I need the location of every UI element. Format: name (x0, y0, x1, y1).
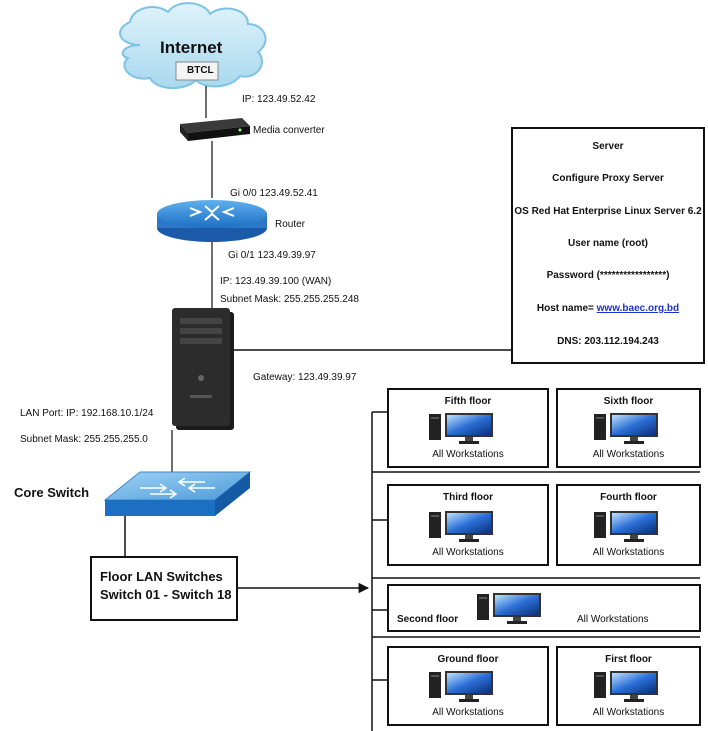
floor-box-fourth: Fourth floor All Workstations (556, 484, 701, 566)
server-step-proxy: Configure Proxy Server (552, 173, 664, 184)
gateway-label: Gateway: 123.49.39.97 (253, 372, 357, 383)
hostname-link[interactable]: www.baec.org.bd (596, 303, 680, 314)
media-converter-icon (180, 118, 250, 141)
floor-ws-third: All Workstations (432, 547, 504, 558)
workstation-icon (594, 511, 658, 542)
internet-ip-label: IP: 123.49.52.42 (242, 94, 316, 105)
floor-box-fifth: Fifth floor All Workstations (387, 388, 549, 468)
server-step-password: Password (*****************) (546, 270, 670, 281)
floor-title-second: Second floor (397, 614, 459, 625)
floor-lan-line1: Floor LAN Switches (100, 569, 223, 584)
server-step-os: OS Red Hat Enterprise Linux Server 6.2 (514, 206, 702, 217)
floor-title-third: Third floor (443, 492, 493, 503)
floor-box-sixth: Sixth floor All Workstations (556, 388, 701, 468)
core-switch-label: Core Switch (14, 485, 90, 500)
floor-ws-sixth: All Workstations (592, 449, 665, 460)
floor-ws-first: All Workstations (592, 707, 665, 718)
workstation-icon (429, 671, 493, 702)
router-label: Router (275, 219, 306, 230)
floor-title-fourth: Fourth floor (600, 492, 657, 503)
core-switch-icon (103, 471, 252, 516)
server-step-dns: DNS: 203.112.194.243 (557, 336, 659, 347)
lan-subnet-label: Subnet Mask: 255.255.255.0 (20, 434, 148, 445)
internet-title: Internet (160, 38, 223, 57)
floor-ws-fifth: All Workstations (432, 449, 504, 460)
gi01-label: Gi 0/1 123.49.39.97 (228, 250, 316, 261)
workstation-icon (477, 593, 541, 624)
floor-title-sixth: Sixth floor (603, 396, 654, 407)
floor-lan-switches-box: Floor LAN Switches Switch 01 - Switch 18 (90, 556, 238, 621)
media-converter-label: Media converter (253, 125, 325, 136)
floor-title-first: First floor (605, 654, 652, 665)
workstation-icon (594, 671, 658, 702)
server-step-username: User name (root) (567, 238, 648, 249)
floor-lan-line2: Switch 01 - Switch 18 (100, 587, 232, 602)
wan-ip-label: IP: 123.49.39.100 (WAN) (220, 276, 332, 287)
floor-box-first: First floor All Workstations (556, 646, 701, 726)
floor-box-ground: Ground floor All Workstations (387, 646, 549, 726)
hostname-prefix: Host name= (536, 303, 597, 314)
floor-title-fifth: Fifth floor (444, 396, 492, 407)
server-step-hostname: Host name= www.baec.org.bd (513, 303, 703, 314)
floor-ws-ground: All Workstations (432, 707, 504, 718)
floor-box-second: Second floor All Workstations (387, 584, 701, 632)
internet-cloud-icon (119, 2, 267, 89)
workstation-icon (429, 511, 493, 542)
workstation-icon (429, 413, 493, 444)
floor-ws-second: All Workstations (577, 614, 649, 625)
server-tower-icon (172, 308, 234, 430)
floor-ws-fourth: All Workstations (592, 547, 665, 558)
gi00-label: Gi 0/0 123.49.52.41 (230, 188, 318, 199)
provider-label: BTCL (187, 65, 214, 76)
server-config-panel: Server Configure Proxy Server OS Red Hat… (511, 127, 705, 364)
router-icon (157, 200, 267, 242)
workstation-icon (594, 413, 658, 444)
wan-subnet-label: Subnet Mask: 255.255.255.248 (220, 294, 359, 305)
server-step-server: Server (592, 141, 624, 152)
floor-title-ground: Ground floor (437, 654, 499, 665)
floor-box-third: Third floor All Workstations (387, 484, 549, 566)
lan-port-label: LAN Port: IP: 192.168.10.1/24 (20, 408, 154, 419)
